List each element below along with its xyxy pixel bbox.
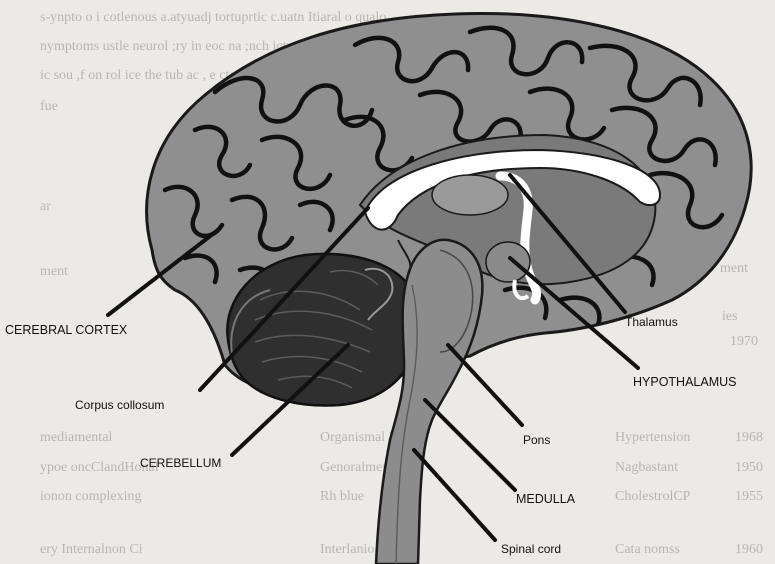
label-thalamus: Thalamus	[625, 315, 678, 329]
bg-row-1-col-4: 1968	[735, 430, 763, 445]
bg-right-fragment-3: 1970	[730, 334, 758, 349]
bg-row-3-col-4: 1955	[735, 489, 763, 504]
bg-row-1-col-3: Hypertension	[615, 430, 690, 445]
bg-line-4: fue	[40, 99, 58, 114]
bg-row-2-col-4: 1950	[735, 460, 763, 475]
bg-line-1: s-ynpto o i cotlenous a.atyuadj tortuprt…	[40, 10, 386, 25]
bg-right-fragment-1: ment	[720, 261, 748, 276]
bg-right-fragment-2: ies	[722, 309, 738, 324]
bg-row-3-col-1: ionon complexing	[40, 489, 142, 504]
hypothalamus-shape	[486, 242, 530, 282]
label-corpus-collosum: Corpus collosum	[75, 398, 164, 412]
bg-row-3-col-3: CholestrolCP	[615, 489, 691, 504]
label-hypothalamus: HYPOTHALAMUS	[633, 375, 737, 389]
bg-mid-fragment: ar	[40, 199, 51, 214]
label-cerebellum: CEREBELLUM	[140, 456, 221, 470]
bg-row-1-col-1: mediamental	[40, 430, 112, 445]
bg-left-fragment: ment	[40, 264, 68, 279]
bg-row-4-col-4: 1960	[735, 542, 763, 557]
bg-row-4-col-1: ery Internalnon Ci	[40, 542, 143, 557]
label-pons: Pons	[523, 433, 550, 447]
leader-spinal-cord	[414, 450, 495, 540]
bg-row-2-col-3: Nagbastant	[615, 460, 678, 475]
leader-pons	[448, 345, 522, 425]
label-cerebral-cortex: CEREBRAL CORTEX	[5, 323, 128, 337]
thalamus-shape	[432, 175, 508, 215]
label-spinal-cord: Spinal cord	[501, 542, 561, 556]
bg-row-3-col-2: Rh blue	[320, 489, 364, 504]
bg-row-4-col-3: Cata nomss	[615, 542, 680, 557]
label-medulla: MEDULLA	[516, 492, 576, 506]
